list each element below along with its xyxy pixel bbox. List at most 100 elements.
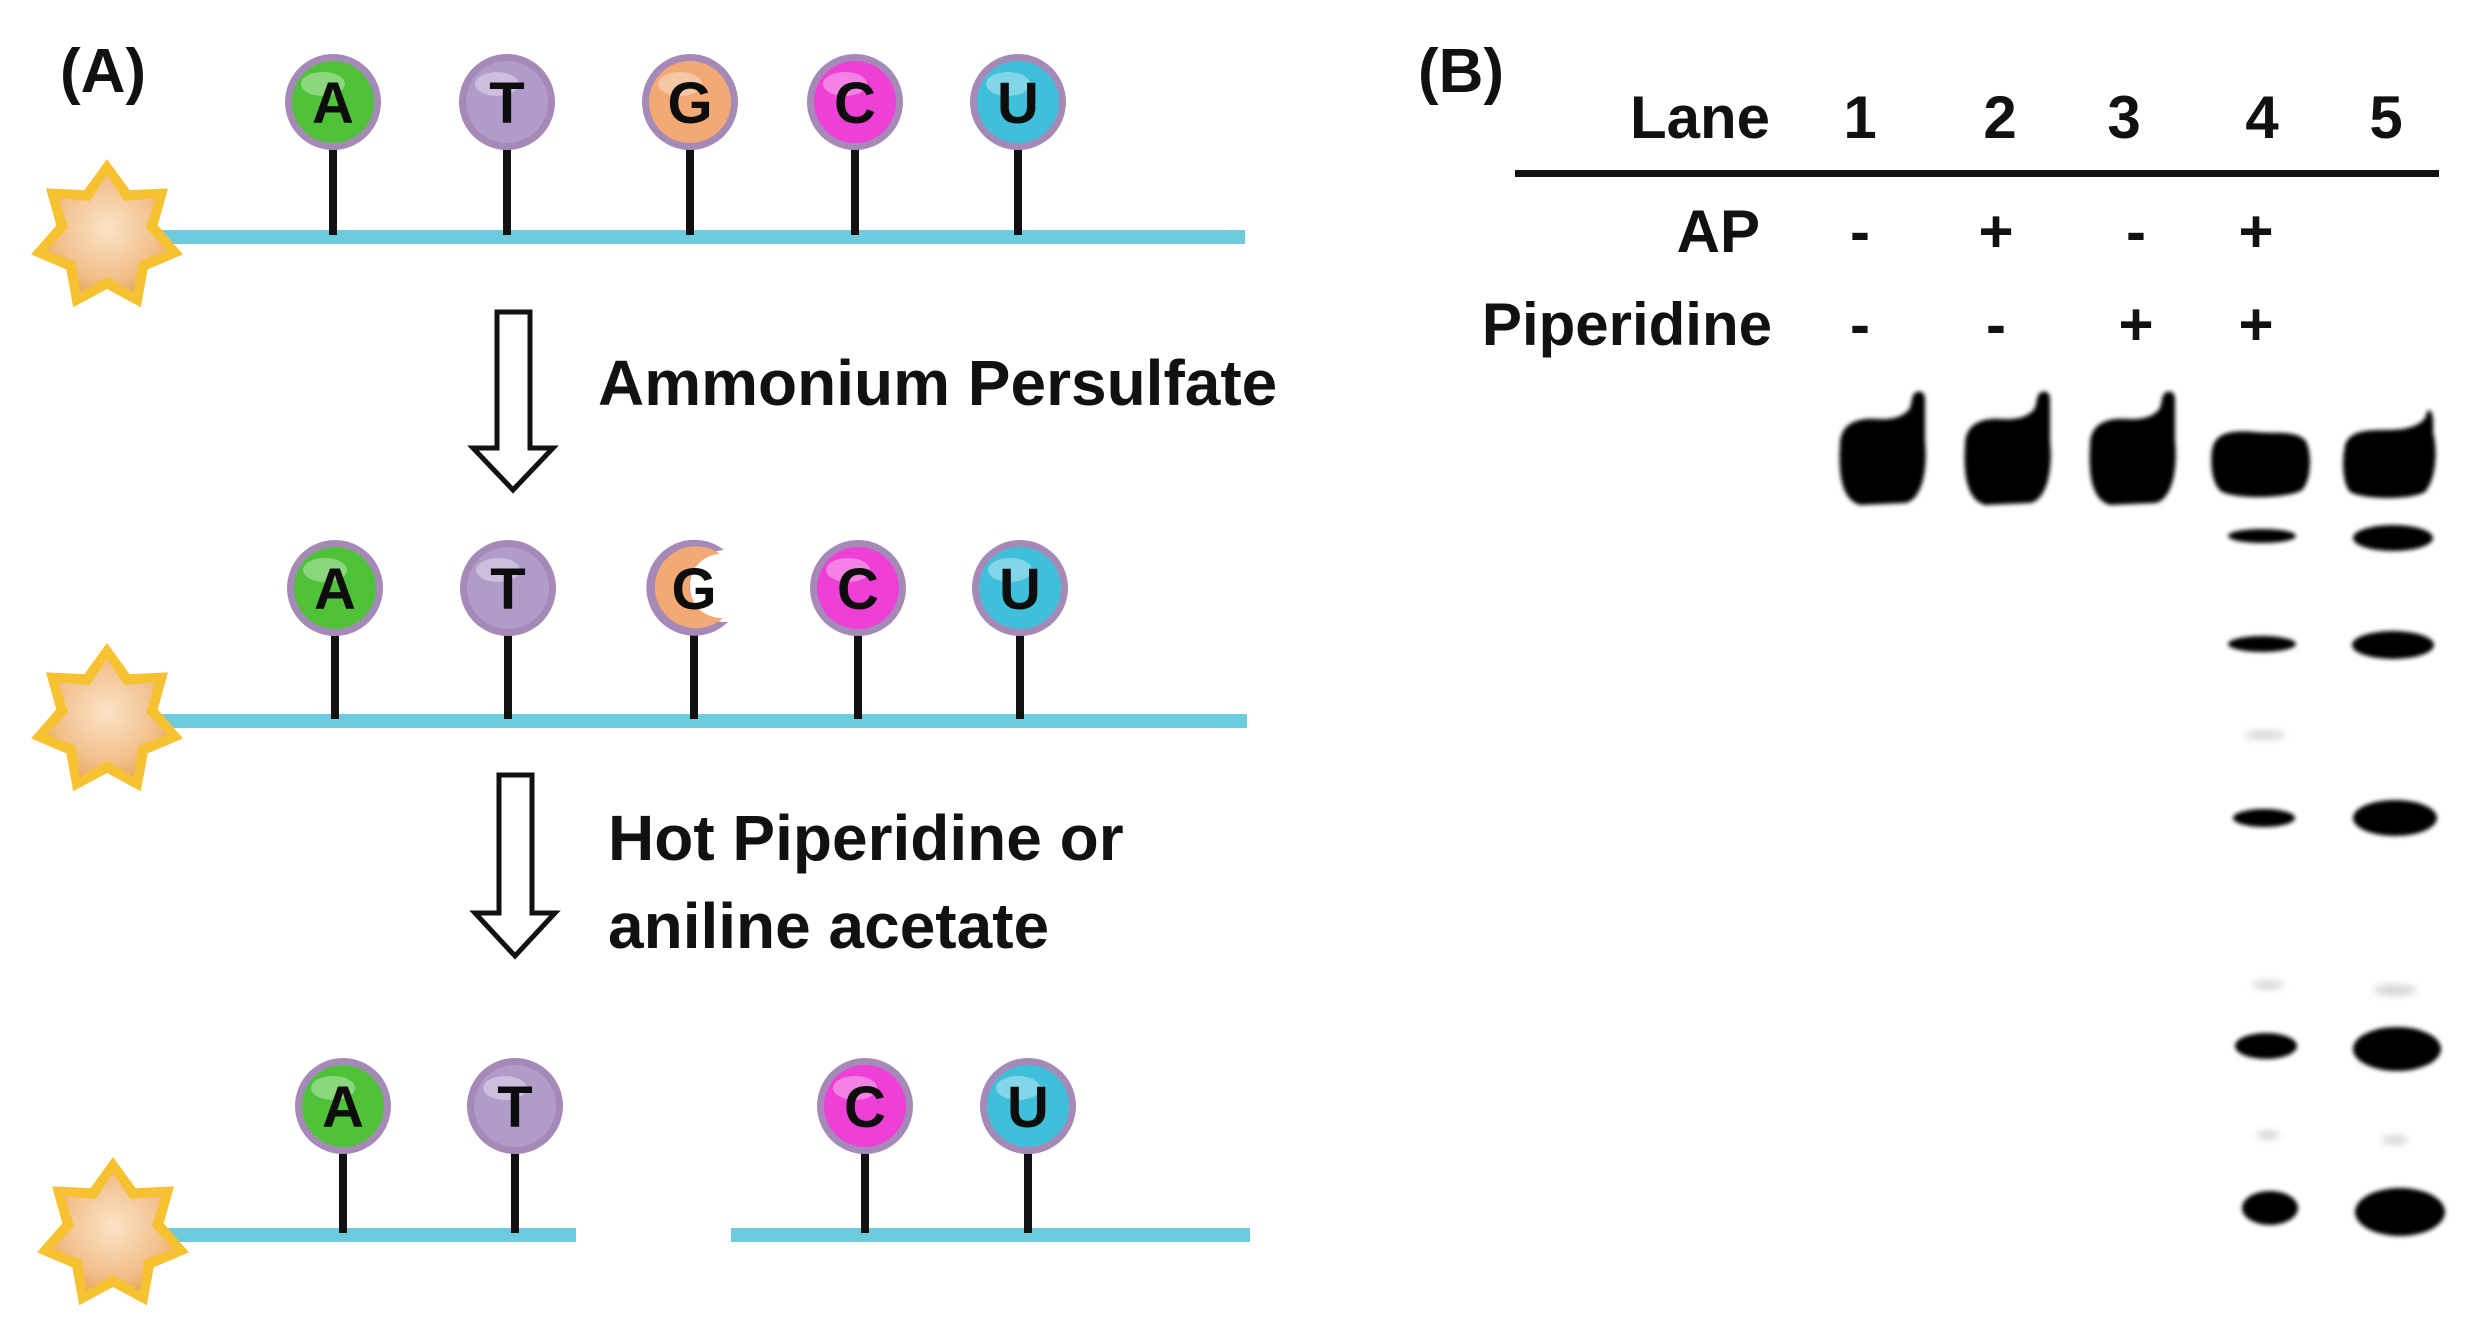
base-circle-fill bbox=[987, 1065, 1069, 1147]
base-highlight bbox=[996, 1076, 1040, 1100]
gel-band bbox=[2233, 809, 2295, 827]
base-highlight bbox=[476, 558, 520, 582]
base-highlight bbox=[303, 558, 347, 582]
base-letter: U bbox=[1007, 1075, 1049, 1140]
base-circle-fill bbox=[302, 1065, 384, 1147]
condition-name-piperidine: Piperidine bbox=[1482, 291, 1772, 358]
base-highlight bbox=[833, 1076, 877, 1100]
nucleotide-stem bbox=[686, 134, 694, 235]
base-letter: A bbox=[322, 1075, 364, 1140]
base-circle-fill bbox=[292, 61, 374, 143]
base-highlight bbox=[658, 72, 702, 96]
gel-band bbox=[2355, 1188, 2445, 1236]
plus-sign: + bbox=[2238, 291, 2273, 358]
base-circle-fill bbox=[979, 547, 1061, 629]
base-highlight bbox=[475, 72, 519, 96]
nucleotide-stem bbox=[331, 620, 339, 719]
down-arrow-icon bbox=[467, 309, 559, 494]
gel-band-full-length bbox=[1964, 391, 2051, 505]
nucleotide-c: C bbox=[817, 1058, 913, 1233]
base-circle-fill bbox=[814, 61, 896, 143]
nucleotide-a: A bbox=[285, 54, 381, 235]
gel-band bbox=[2235, 1033, 2297, 1059]
condition-name-ap: AP bbox=[1677, 198, 1760, 265]
base-circle-fill bbox=[977, 61, 1059, 143]
lane-number: 2 bbox=[1983, 84, 2016, 151]
nucleotide-stem bbox=[1014, 134, 1022, 235]
base-circle-fill bbox=[824, 1065, 906, 1147]
nucleotide-t: T bbox=[467, 1058, 563, 1233]
gel-band bbox=[2228, 529, 2296, 543]
gel-band-full-length bbox=[1839, 391, 1926, 505]
base-circle-fill bbox=[654, 546, 723, 629]
base-letter: A bbox=[312, 71, 354, 136]
base-letter: A bbox=[314, 557, 356, 622]
step2-reagent-line1: Hot Piperidine or bbox=[608, 802, 1124, 874]
fluorophore-label-icon bbox=[31, 159, 183, 308]
gel-faint-bands bbox=[2245, 731, 2417, 1144]
gel-band bbox=[2353, 1027, 2441, 1071]
base-circle-fill bbox=[817, 547, 899, 629]
nucleotide-t: T bbox=[460, 540, 556, 719]
fluorophore-label-icon bbox=[31, 643, 183, 792]
base-letter: U bbox=[997, 71, 1039, 136]
dna-fragment-3prime bbox=[731, 1228, 1250, 1242]
panel-a-label: (A) bbox=[60, 37, 146, 106]
base-highlight bbox=[988, 558, 1032, 582]
minus-sign: - bbox=[2126, 198, 2146, 265]
base-circle-fill bbox=[474, 1065, 556, 1147]
nucleotide-u: U bbox=[980, 1058, 1076, 1233]
base-letter: T bbox=[489, 71, 524, 136]
step1-reagent-text: Ammonium Persulfate bbox=[598, 347, 1277, 419]
nucleotide-a: A bbox=[287, 540, 383, 719]
header-rule bbox=[1515, 170, 2439, 177]
nucleotide-stem bbox=[690, 620, 698, 719]
base-letter: T bbox=[497, 1075, 532, 1140]
gel-band bbox=[2353, 525, 2433, 551]
nucleotide-c: C bbox=[810, 540, 906, 719]
dna-backbone bbox=[150, 230, 1245, 244]
base-highlight bbox=[311, 1076, 355, 1100]
lane-number: 5 bbox=[2369, 84, 2402, 151]
gel-band-full-length bbox=[2343, 410, 2436, 498]
nucleotide-g-oxidized: G bbox=[646, 539, 728, 719]
base-circle-fill bbox=[649, 61, 731, 143]
lane-number: 4 bbox=[2245, 84, 2279, 151]
base-circle-fill bbox=[294, 547, 376, 629]
plus-sign: + bbox=[1978, 198, 2013, 265]
nucleotide-stem bbox=[854, 620, 862, 719]
fluorophore-label-icon bbox=[37, 1157, 189, 1306]
gel-fragment-bands-lane5 bbox=[2352, 525, 2445, 1236]
base-letter: C bbox=[837, 557, 879, 622]
nucleotide-stem bbox=[1024, 1138, 1032, 1233]
nucleotide-c: C bbox=[807, 54, 903, 235]
lane-header: Lane bbox=[1630, 84, 1770, 151]
nucleotide-stem bbox=[503, 134, 511, 235]
base-letter: T bbox=[490, 557, 525, 622]
nucleotide-stem bbox=[504, 620, 512, 719]
gel-band bbox=[2242, 1191, 2298, 1225]
gel-band bbox=[2352, 631, 2434, 659]
nucleotide-a: A bbox=[295, 1058, 391, 1233]
base-letter: U bbox=[999, 557, 1041, 622]
gel-band-full-length bbox=[2089, 391, 2176, 505]
nucleotide-stem bbox=[329, 134, 337, 235]
base-letter: C bbox=[844, 1075, 886, 1140]
nucleotide-u: U bbox=[970, 54, 1066, 235]
base-letter: G bbox=[667, 71, 712, 136]
gel-band-full-length bbox=[2211, 431, 2310, 498]
nucleotide-stem bbox=[861, 1138, 869, 1233]
gel-band bbox=[2353, 800, 2437, 836]
base-circle-fill bbox=[466, 61, 548, 143]
base-letter: G bbox=[671, 557, 716, 622]
plus-sign: + bbox=[2238, 198, 2273, 265]
dna-backbone bbox=[150, 714, 1247, 728]
